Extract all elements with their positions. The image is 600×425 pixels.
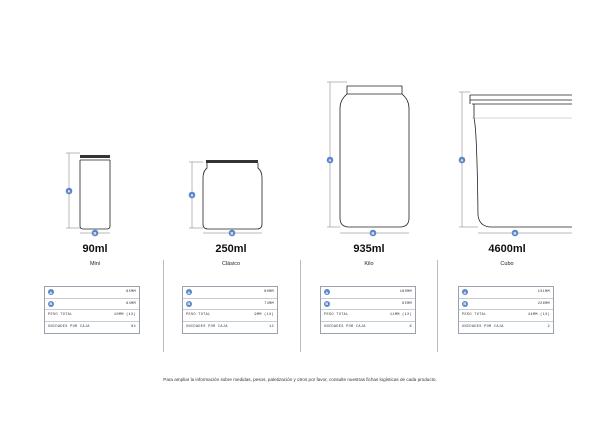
- spec-table-cubo: A 131MM B 226MM PESO TOTAL 44MM (1X) UNIDAD…: [458, 286, 554, 334]
- product-name: Kilo: [364, 261, 374, 267]
- spec-label: UNIDADES POR CAJA: [462, 325, 504, 330]
- spec-label: UNIDADES POR CAJA: [186, 325, 228, 330]
- cubo-b-marker: [511, 229, 519, 237]
- spec-label: UNIDADES POR CAJA: [324, 325, 366, 330]
- a-badge: A: [462, 289, 468, 296]
- spec-label: PESO TOTAL: [462, 313, 487, 318]
- spec-label: PESO TOTAL: [48, 313, 73, 318]
- spec-row-a: A 60MM: [183, 287, 277, 299]
- mini-b-marker: [91, 229, 99, 237]
- clasico-b-marker: [228, 229, 236, 237]
- spec-row-peso: PESO TOTAL 44MM (1X): [459, 310, 553, 322]
- spec-value: 6: [409, 325, 412, 330]
- spec-value: 180MM: [399, 290, 412, 295]
- spec-row-unidades: UNIDADES POR CAJA 2: [459, 322, 553, 334]
- spec-value: 44MM (1X): [527, 313, 550, 318]
- spec-row-a: A 180MM: [321, 287, 415, 299]
- product-caption-clasico: 250ml Clásico: [176, 243, 286, 267]
- product-name: Mini: [89, 261, 101, 267]
- kilo-jar-drawing: [327, 81, 410, 234]
- product-name: Clásico: [221, 261, 241, 267]
- spec-row-b: B 64MM: [45, 299, 139, 310]
- a-badge: A: [48, 289, 54, 296]
- spec-row-b: B 74MM: [183, 299, 277, 310]
- column-divider: [437, 260, 438, 352]
- a-badge: A: [186, 289, 192, 296]
- spec-value: 74MM: [264, 301, 274, 306]
- spec-value: 60MM: [264, 290, 274, 295]
- clasico-b-marker-label: B: [231, 231, 234, 236]
- cubo-b-marker-label: B: [514, 231, 517, 236]
- spec-value: 9MM (1X): [254, 313, 274, 318]
- spec-value: 131MM: [537, 290, 550, 295]
- cubo-a-marker-label: A: [461, 158, 464, 163]
- column-divider: [163, 260, 164, 352]
- product-volume: 90ml: [82, 243, 108, 255]
- spec-value: 11MM (1X): [389, 313, 412, 318]
- product-caption-kilo: 935ml Kilo: [314, 243, 424, 267]
- spec-value: 84: [131, 325, 136, 330]
- product-volume: 4600ml: [488, 243, 526, 255]
- column-divider: [300, 260, 301, 352]
- spec-row-unidades: UNIDADES POR CAJA 6: [321, 322, 415, 334]
- spec-row-b: B 226MM: [459, 299, 553, 310]
- a-badge: A: [324, 289, 330, 296]
- spec-row-peso: PESO TOTAL 10MM (1X): [45, 310, 139, 322]
- spec-table-clasico: A 60MM B 74MM PESO TOTAL 9MM (1X) UNIDADES …: [182, 286, 278, 334]
- product-caption-cubo: 4600ml Cubo: [452, 243, 562, 267]
- spec-value: 2: [547, 325, 550, 330]
- spec-row-unidades: UNIDADES POR CAJA 12: [183, 322, 277, 334]
- kilo-b-marker-label: B: [372, 231, 375, 236]
- mini-jar-drawing: [66, 152, 111, 234]
- spec-table-kilo: A 180MM B 65MM PESO TOTAL 11MM (1X) UNIDADE…: [320, 286, 416, 334]
- spec-row-peso: PESO TOTAL 9MM (1X): [183, 310, 277, 322]
- clasico-jar-drawing: [189, 160, 263, 234]
- spec-row-peso: PESO TOTAL 11MM (1X): [321, 310, 415, 322]
- spec-row-b: B 65MM: [321, 299, 415, 310]
- product-volume: 935ml: [353, 243, 385, 255]
- spec-row-a: A 131MM: [459, 287, 553, 299]
- clasico-a-marker-label: A: [191, 193, 194, 198]
- mini-a-marker-label: A: [68, 189, 71, 194]
- product-name: Cubo: [500, 261, 514, 267]
- clasico-a-marker: [188, 191, 196, 199]
- cubo-bucket-drawing: [459, 91, 572, 234]
- product-volume: 250ml: [215, 243, 247, 255]
- mini-a-marker: [65, 187, 73, 195]
- spec-value: 65MM: [402, 301, 412, 306]
- spec-value: 226MM: [537, 301, 550, 306]
- b-badge: B: [48, 300, 54, 307]
- spec-row-a: A 65MM: [45, 287, 139, 299]
- b-badge: B: [324, 300, 330, 307]
- kilo-a-marker: [326, 156, 334, 164]
- kilo-a-marker-label: A: [329, 158, 332, 163]
- spec-table-mini: A 65MM B 64MM PESO TOTAL 10MM (1X) UNIDADES…: [44, 286, 140, 334]
- spec-label: UNIDADES POR CAJA: [48, 325, 90, 330]
- mini-b-marker-label: B: [94, 231, 97, 236]
- b-badge: B: [462, 300, 468, 307]
- spec-row-unidades: UNIDADES POR CAJA 84: [45, 322, 139, 334]
- spec-label: PESO TOTAL: [324, 313, 349, 318]
- spec-value: 10MM (1X): [113, 313, 136, 318]
- spec-label: PESO TOTAL: [186, 313, 211, 318]
- b-badge: B: [186, 300, 192, 307]
- spec-value: 65MM: [126, 290, 136, 295]
- spec-value: 12: [269, 325, 274, 330]
- kilo-b-marker: [369, 229, 377, 237]
- cubo-a-marker: [458, 156, 466, 164]
- spec-value: 64MM: [126, 301, 136, 306]
- product-caption-mini: 90ml Mini: [40, 243, 150, 267]
- footnote: Para ampliar la información sobre medida…: [163, 377, 437, 382]
